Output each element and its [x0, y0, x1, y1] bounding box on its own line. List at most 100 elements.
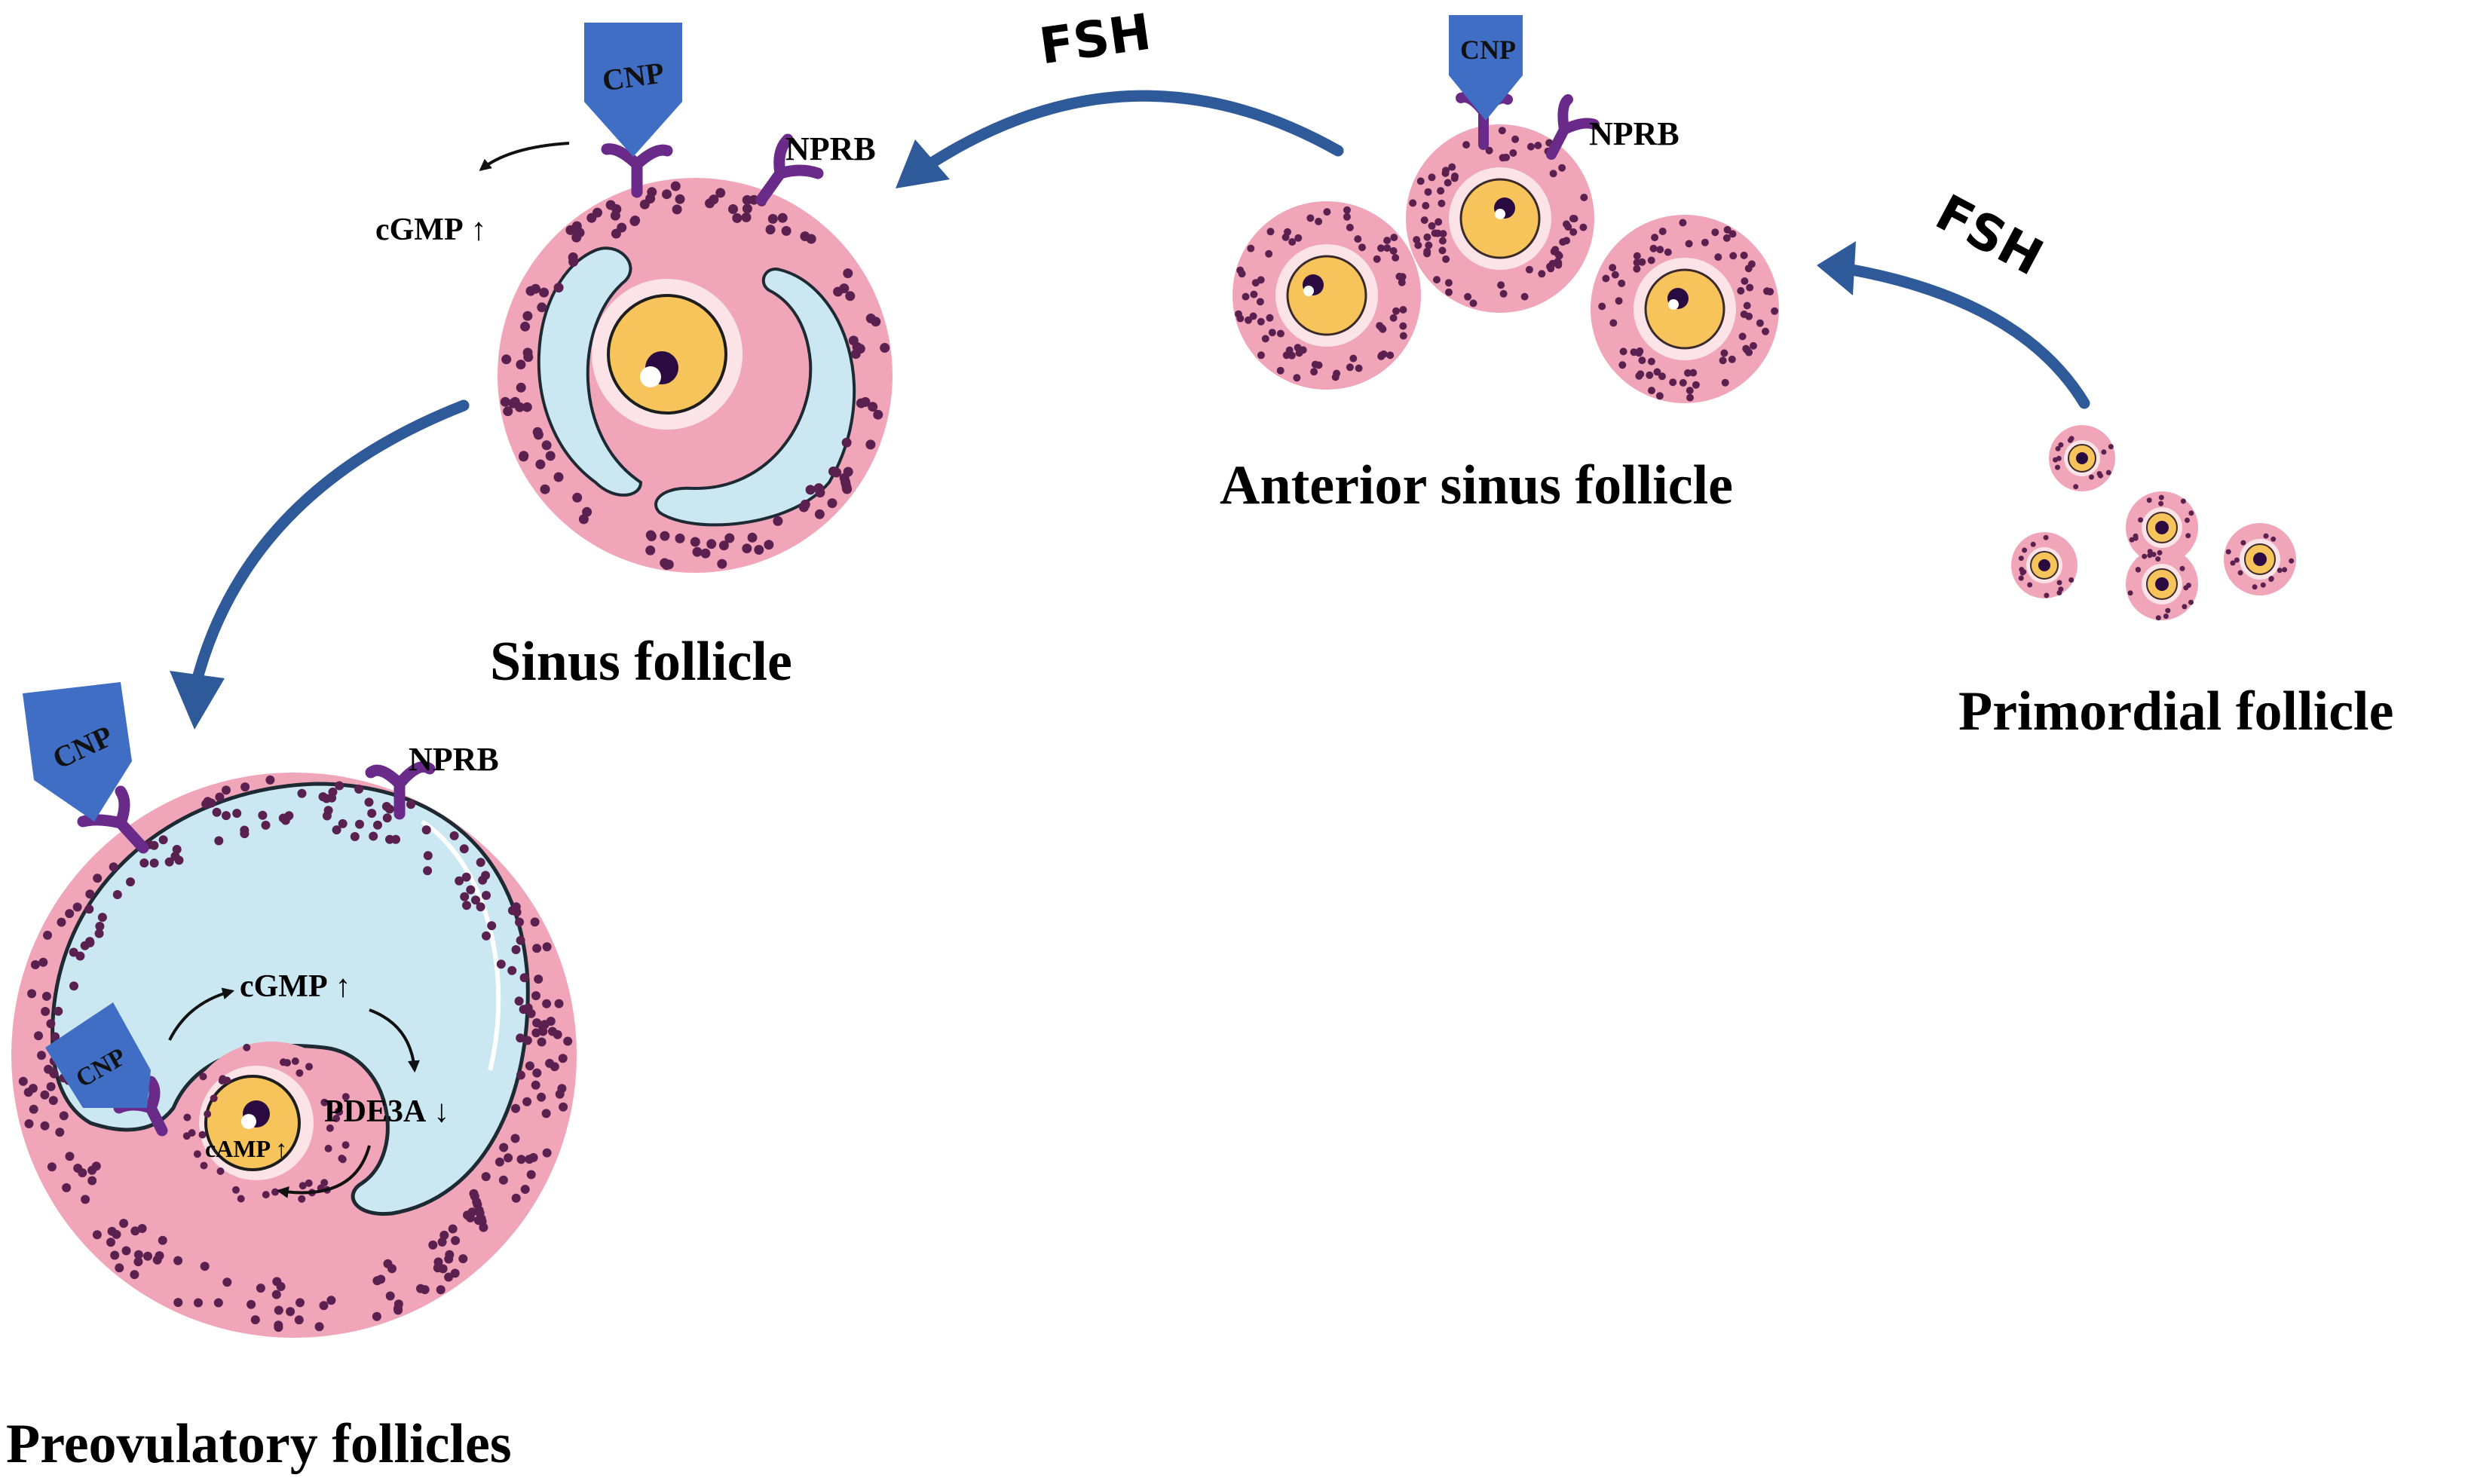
anterior-follicle-left — [1232, 201, 1421, 390]
granulosa-dot — [1276, 329, 1284, 338]
granulosa-dot — [112, 890, 122, 899]
granulosa-dot — [1538, 270, 1546, 278]
granulosa-dot — [437, 1238, 447, 1247]
granulosa-dot — [805, 485, 816, 495]
granulosa-dot — [1358, 243, 1366, 252]
granulosa-dot — [519, 973, 529, 983]
granulosa-dot — [355, 819, 364, 829]
granulosa-dot — [1520, 292, 1529, 301]
granulosa-dot — [1383, 237, 1392, 245]
granulosa-dot — [158, 835, 168, 845]
granulosa-dot — [1526, 142, 1535, 151]
granulosa-dot — [212, 807, 222, 817]
granulosa-dot — [1743, 301, 1751, 310]
granulosa-dot — [95, 922, 105, 931]
granulosa-dot — [516, 382, 526, 393]
granulosa-dot — [1766, 288, 1774, 295]
granulosa-dot — [1647, 357, 1655, 366]
granulosa-dot — [2147, 549, 2153, 555]
granulosa-dot — [516, 1070, 525, 1080]
granulosa-dot — [843, 268, 853, 279]
granulosa-dot — [1398, 273, 1407, 281]
granulosa-dot — [319, 1301, 329, 1311]
granulosa-dot — [2155, 615, 2161, 621]
granulosa-dot — [1323, 208, 1331, 216]
granulosa-dot — [516, 935, 525, 945]
granulosa-dot — [2129, 537, 2135, 543]
granulosa-dot — [504, 1153, 513, 1163]
granulosa-dot — [1686, 387, 1694, 395]
sinus-follicle: CNP NPRB cGMP↑ — [375, 23, 893, 573]
granulosa-dot — [781, 225, 792, 236]
granulosa-dot — [1502, 153, 1511, 161]
granulosa-dot — [1424, 188, 1432, 196]
granulosa-dot — [354, 785, 364, 794]
granulosa-dot — [1310, 368, 1318, 376]
granulosa-dot — [24, 1119, 34, 1128]
granulosa-dot — [382, 813, 392, 823]
granulosa-dot — [2101, 449, 2107, 455]
granulosa-dot — [475, 1216, 485, 1225]
granulosa-dot — [542, 942, 552, 952]
granulosa-dot — [133, 1257, 143, 1267]
granulosa-dot — [1422, 201, 1430, 210]
stage-label-anterior-sinus: Anterior sinus follicle — [1220, 454, 1733, 516]
granulosa-dot — [2089, 474, 2094, 480]
granulosa-dot — [1462, 141, 1471, 149]
granulosa-dot — [1635, 372, 1643, 380]
granulosa-dot — [1250, 290, 1258, 298]
granulosa-dot — [1701, 238, 1709, 246]
granulosa-dot — [545, 451, 556, 461]
granulosa-dot — [46, 1082, 56, 1091]
granulosa-dot — [542, 1148, 552, 1158]
granulosa-dot — [553, 283, 564, 293]
granulosa-dot — [1379, 325, 1387, 333]
granulosa-dot — [1728, 230, 1737, 238]
primordial-follicle — [2126, 548, 2198, 620]
granulosa-dot — [715, 188, 726, 198]
granulosa-dot — [271, 1290, 281, 1299]
granulosa-dot — [767, 213, 778, 224]
granulosa-dot — [460, 892, 470, 901]
granulosa-dot — [30, 960, 40, 969]
primordial-follicle — [2011, 532, 2078, 598]
granulosa-dot — [1343, 213, 1351, 221]
granulosa-dot — [1311, 360, 1319, 369]
granulosa-dot — [350, 832, 360, 841]
granulosa-dot — [47, 1162, 57, 1172]
granulosa-dot — [546, 1017, 556, 1026]
granulosa-dot — [2263, 533, 2269, 539]
granulosa-dot — [2165, 607, 2171, 613]
granulosa-dot — [1685, 240, 1693, 248]
granulosa-dot — [2183, 585, 2189, 591]
granulosa-dot — [423, 851, 433, 861]
granulosa-dot — [554, 999, 564, 1008]
granulosa-dot — [295, 1298, 305, 1308]
granulosa-dot — [2127, 590, 2133, 596]
granulosa-dot — [2056, 455, 2062, 461]
granulosa-dot — [341, 1093, 350, 1101]
granulosa-dot — [2268, 576, 2274, 582]
granulosa-dot — [48, 1096, 58, 1106]
granulosa-dot — [2018, 555, 2024, 561]
granulosa-dot — [1679, 378, 1687, 387]
granulosa-dot — [262, 1191, 270, 1199]
granulosa-dot — [510, 1134, 520, 1143]
granulosa-dot — [525, 1061, 534, 1071]
granulosa-dot — [572, 492, 583, 503]
granulosa-dot — [2277, 568, 2283, 574]
granulosa-dot — [1598, 302, 1606, 311]
granulosa-dot — [1669, 378, 1677, 387]
granulosa-dot — [332, 1115, 341, 1122]
granulosa-dot — [107, 1226, 117, 1236]
granulosa-dot — [1428, 173, 1436, 182]
granulosa-dot — [724, 533, 735, 543]
granulosa-dot — [436, 1285, 446, 1295]
granulosa-dot — [1551, 246, 1560, 254]
granulosa-dot — [158, 1235, 167, 1245]
granulosa-dot — [1609, 264, 1617, 272]
granulosa-dot — [305, 1179, 313, 1187]
granulosa-dot — [237, 1195, 245, 1203]
granulosa-dot — [764, 540, 774, 550]
granulosa-dot — [1658, 372, 1666, 381]
